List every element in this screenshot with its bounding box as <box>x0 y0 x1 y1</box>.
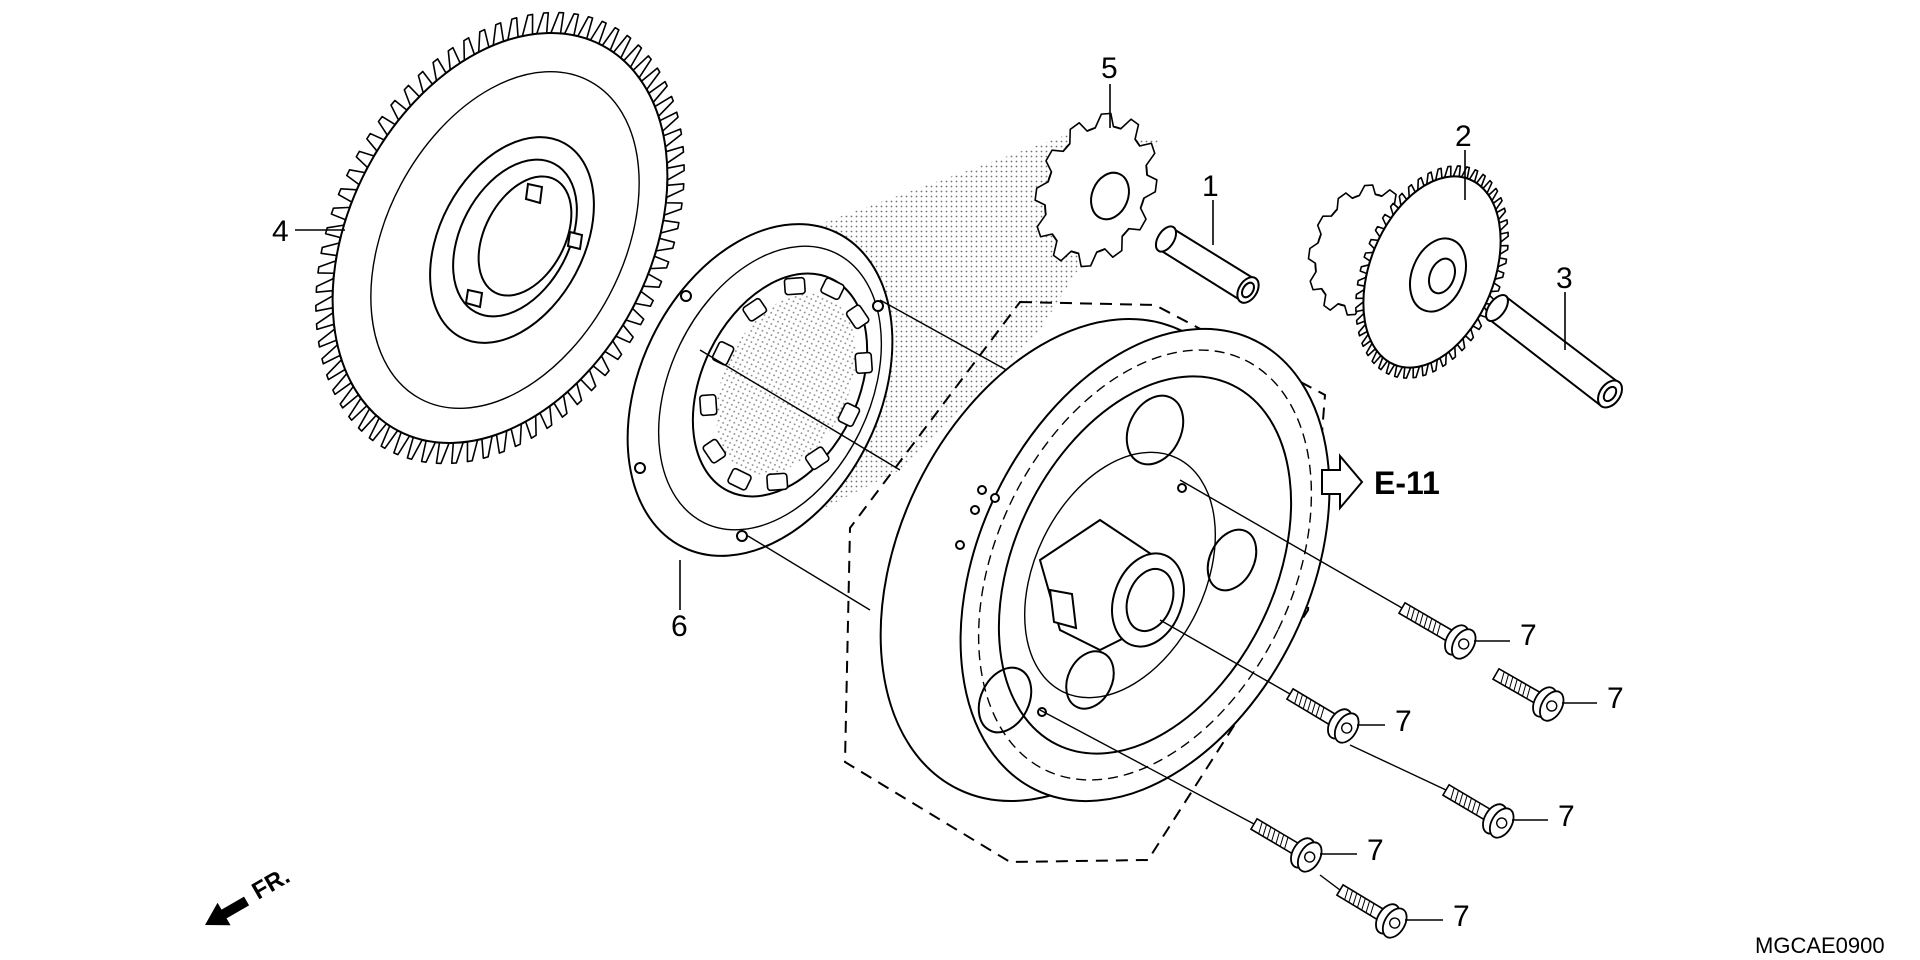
callout-4: 4 <box>272 215 289 248</box>
front-direction-arrow-icon <box>205 896 250 926</box>
part-1-shaft[interactable] <box>1152 223 1263 307</box>
callout-7b: 7 <box>1607 682 1624 715</box>
callout-leaders <box>295 84 1566 610</box>
diagram-code: MGCAE0900 <box>1755 933 1885 958</box>
callout-5: 5 <box>1101 52 1118 85</box>
callout-7a: 7 <box>1520 619 1537 652</box>
part-7-bolts <box>1039 479 1597 939</box>
hollow-right-arrow-icon <box>1321 453 1364 511</box>
clutch-rollers <box>699 276 873 492</box>
part-3-shaft[interactable] <box>1482 291 1627 412</box>
part-4-ring-gear[interactable] <box>265 0 735 501</box>
callout-7d: 7 <box>1558 800 1575 833</box>
callout-3: 3 <box>1556 262 1573 295</box>
callout-7f: 7 <box>1453 900 1470 933</box>
part-2-reduction-gear[interactable] <box>1299 156 1527 388</box>
callout-2: 2 <box>1455 120 1472 153</box>
flywheel-rotor <box>879 317 1331 803</box>
callout-6: 6 <box>671 610 688 643</box>
callout-7c: 7 <box>1395 705 1412 738</box>
part-6-one-way-clutch[interactable] <box>575 180 944 600</box>
callout-1: 1 <box>1202 170 1219 203</box>
front-label: FR. <box>248 862 295 905</box>
part-5-pinion-gear[interactable] <box>1027 111 1165 269</box>
reference-e11[interactable]: E-11 <box>1374 465 1440 501</box>
flywheel-boundary-dashed <box>843 300 1327 864</box>
callout-7e: 7 <box>1367 834 1384 867</box>
assembly-guide-lines <box>699 299 1011 611</box>
